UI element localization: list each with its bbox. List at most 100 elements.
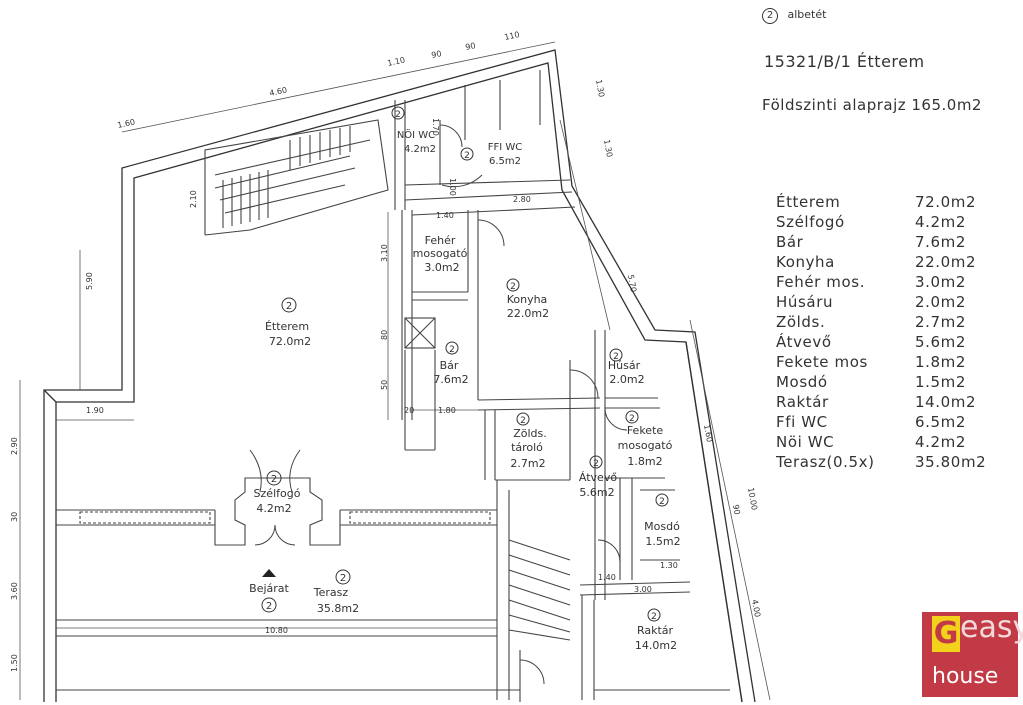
room-fekete-name2: mosogató — [618, 439, 673, 452]
area-room-name: Átvevő — [776, 333, 832, 351]
area-room-value: 72.0m2 — [915, 193, 977, 211]
interior-walls — [56, 70, 730, 702]
room-husaru-area: 2.0m2 — [609, 373, 644, 386]
room-noiwc-num: 2 — [395, 110, 401, 120]
door-swings — [249, 124, 628, 685]
room-ffiwc-num: 2 — [464, 151, 470, 161]
area-room-name: Fekete mos — [776, 353, 868, 371]
room-atvevo-area: 5.6m2 — [579, 486, 614, 499]
area-row: Zölds.2.7m2 — [776, 312, 986, 332]
legend-subtitle: albetét — [787, 8, 827, 21]
area-row: Konyha 22.0m2 — [776, 252, 986, 272]
dim-mid-180: 1.80 — [438, 406, 456, 415]
dim-left-190: 1.90 — [86, 406, 104, 415]
dim-mid-280: 2.80 — [513, 195, 531, 204]
dim-mid-80: 80 — [380, 330, 389, 340]
area-room-name: Szélfogó — [776, 213, 845, 231]
easy-house-logo: easy G house — [922, 610, 1023, 697]
dim-r-90: 90 — [731, 504, 742, 516]
logo-letter: G — [932, 616, 960, 652]
dim-top-110a: 1.10 — [387, 55, 406, 68]
room-atvevo-num: 2 — [593, 459, 599, 469]
room-fekete-name1: Fekete — [627, 424, 664, 437]
room-mosdo-name: Mosdó — [644, 520, 680, 533]
room-husaru-name: Húsár — [608, 359, 641, 372]
area-room-name: Raktár — [776, 393, 829, 411]
room-konyha-area: 22.0m2 — [507, 307, 549, 320]
area-room-value: 3.0m2 — [915, 273, 967, 291]
area-room-value: 7.6m2 — [915, 233, 967, 251]
dim-top-160: 1.60 — [117, 117, 136, 130]
room-zolds-num: 2 — [520, 416, 526, 426]
area-room-name: Terasz(0.5x) — [776, 453, 875, 471]
dim-mid-20: 20 — [404, 406, 414, 415]
area-room-value: 4.2m2 — [915, 433, 967, 451]
room-etterem-name: Étterem — [265, 320, 309, 333]
area-room-name: Húsáru — [776, 293, 834, 311]
area-row: Nöi WC 4.2m2 — [776, 432, 986, 452]
logo-word: easy — [960, 610, 1023, 645]
room-szelfogo-area: 4.2m2 — [256, 502, 291, 515]
area-room-name: Nöi WC — [776, 433, 835, 451]
room-fekete-num: 2 — [629, 414, 635, 424]
area-room-name: Fehér mos. — [776, 273, 866, 291]
dim-left-30: 30 — [10, 512, 19, 522]
room-feher-name1: Fehér — [425, 234, 456, 247]
dim-low-300: 3.00 — [634, 585, 652, 594]
room-feher-name2: mosogató — [413, 247, 468, 260]
room-labels: 2 Étterem 72.0m2 2 NÖI WC 4.2m2 2 FFI WC… — [249, 110, 680, 652]
dim-low-130: 1.30 — [660, 561, 678, 570]
dim-wc-100: 1.00 — [448, 178, 457, 196]
area-room-value: 22.0m2 — [915, 253, 977, 271]
legend-floor-area: Földszinti alaprajz 165.0m2 — [762, 96, 982, 114]
dim-r-130b: 1.30 — [602, 139, 614, 158]
room-terasz-area: 35.8m2 — [317, 602, 359, 615]
dim-top-460: 4.60 — [269, 85, 288, 98]
dim-mid-310: 3.10 — [380, 244, 389, 262]
dim-left-590: 5.90 — [85, 272, 94, 290]
area-room-name: Étterem — [776, 193, 841, 211]
room-raktar-area: 14.0m2 — [635, 639, 677, 652]
logo-brand: house — [932, 664, 999, 689]
dimension-lines — [19, 41, 771, 701]
area-room-name: Ffi WC — [776, 413, 828, 431]
unit-number-badge: 2 — [762, 8, 778, 24]
dim-top-90b: 90 — [465, 41, 477, 52]
room-raktar-name: Raktár — [637, 624, 674, 637]
room-bar-name: Bár — [440, 359, 459, 372]
area-room-value: 4.2m2 — [915, 213, 967, 231]
entrance-arrow-icon — [262, 569, 276, 577]
dim-bottom-1080: 10.80 — [265, 626, 288, 635]
dim-mid-140: 1.40 — [436, 211, 454, 220]
dim-top-90a: 90 — [431, 49, 443, 60]
area-room-value: 35.80m2 — [915, 453, 987, 471]
area-room-value: 14.0m2 — [915, 393, 977, 411]
room-ffiwc-area: 6.5m2 — [489, 156, 521, 167]
room-ffiwc-name: FFI WC — [488, 142, 523, 153]
area-row: Étterem 72.0m2 — [776, 192, 986, 212]
dim-mid-50: 50 — [380, 380, 389, 390]
area-room-value: 5.6m2 — [915, 333, 967, 351]
outer-walls — [43, 49, 756, 703]
area-row: Raktár 14.0m2 — [776, 392, 986, 412]
area-row: Fehér mos. 3.0m2 — [776, 272, 986, 292]
room-husaru-num: 2 — [613, 352, 619, 362]
dim-left-150: 1.50 — [10, 654, 19, 672]
area-room-name: Konyha — [776, 253, 835, 271]
area-room-value: 6.5m2 — [915, 413, 967, 431]
room-konyha-num: 2 — [510, 282, 516, 292]
dim-r-400: 4.00 — [750, 599, 762, 618]
area-room-value: 1.5m2 — [915, 373, 967, 391]
room-zolds-area: 2.7m2 — [510, 457, 545, 470]
area-room-name: Mosdó — [776, 373, 828, 391]
dim-r-130: 1.30 — [594, 79, 606, 98]
dim-r-570: 5.70 — [626, 274, 638, 293]
room-bejarat-num: 2 — [266, 601, 272, 612]
dim-low-140: 1.40 — [598, 573, 616, 582]
legend-title: 15321/B/1 Étterem — [764, 52, 925, 71]
dim-r-160: 1.60 — [702, 424, 714, 443]
